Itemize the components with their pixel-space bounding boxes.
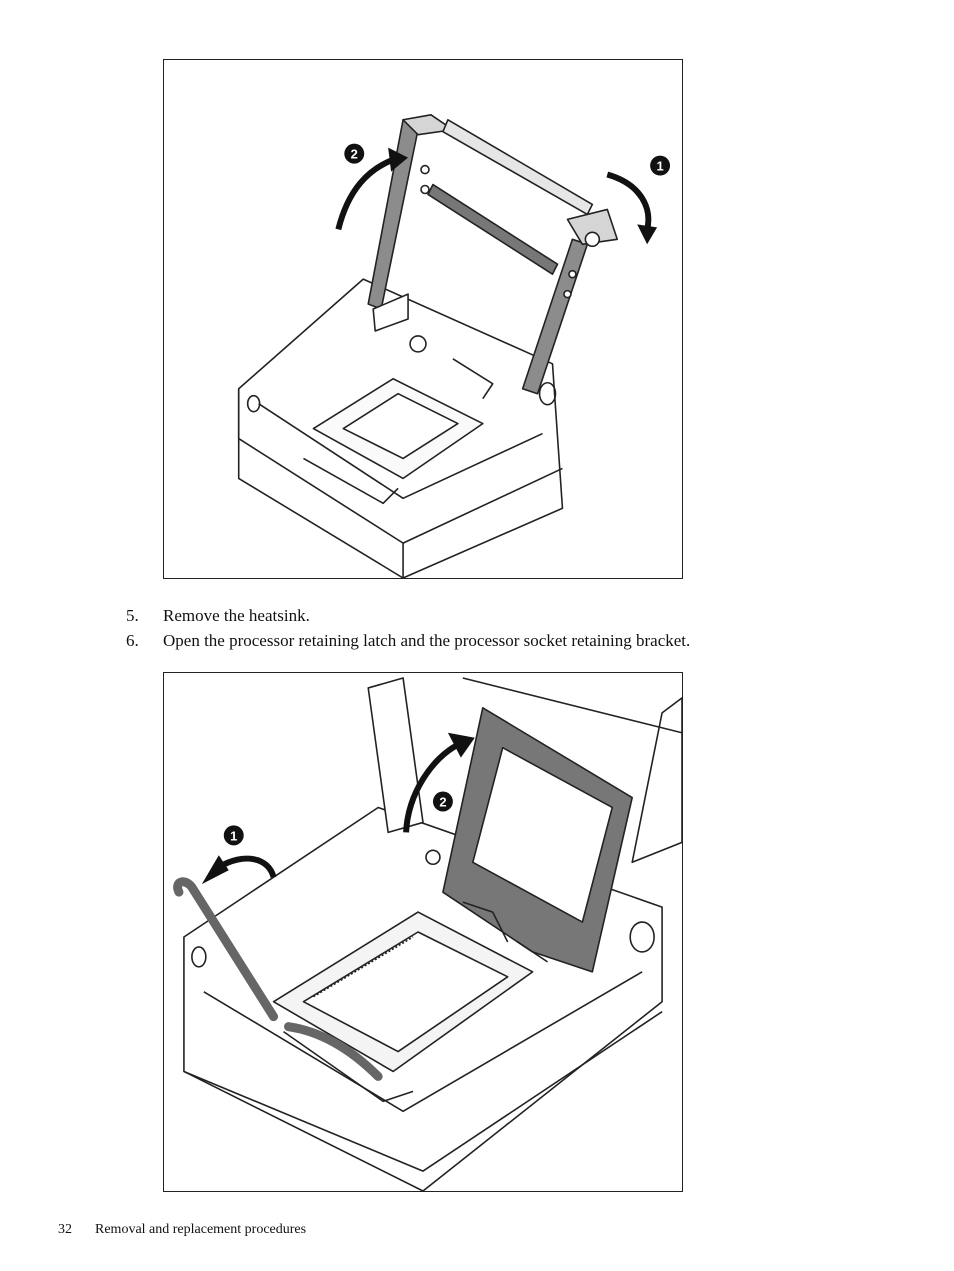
step-item: 5. Remove the heatsink. — [126, 604, 826, 629]
step-item: 6. Open the processor retaining latch an… — [126, 629, 826, 654]
step-text: Open the processor retaining latch and t… — [163, 630, 691, 650]
step-number: 5. — [126, 606, 139, 625]
processor-latch-drawing: 1 2 — [173, 677, 682, 1191]
processor-latch-illustration: 1 2 — [163, 672, 683, 1192]
callout-2-label: 2 — [351, 147, 358, 162]
heatsink-lever-drawing: 2 1 — [237, 113, 671, 578]
callout-1-badge: 1 — [223, 825, 244, 846]
section-title: Removal and replacement procedures — [95, 1222, 307, 1237]
procedure-steps: 5. Remove the heatsink. 6. Open the proc… — [126, 604, 826, 653]
callout-1-badge: 1 — [650, 155, 671, 176]
callout-2-badge: 2 — [344, 143, 365, 164]
callout-1-label: 1 — [230, 828, 237, 843]
step-number: 6. — [126, 630, 139, 650]
heatsink-lever-illustration: 2 1 — [163, 59, 683, 579]
page-number: 32 — [58, 1222, 72, 1237]
page-footer: 32 Removal and replacement procedures — [58, 1222, 306, 1238]
step-text: Remove the heatsink. — [163, 606, 310, 625]
callout-2-badge: 2 — [432, 791, 453, 812]
callout-1-label: 1 — [656, 159, 663, 174]
callout-2-label: 2 — [439, 794, 446, 809]
